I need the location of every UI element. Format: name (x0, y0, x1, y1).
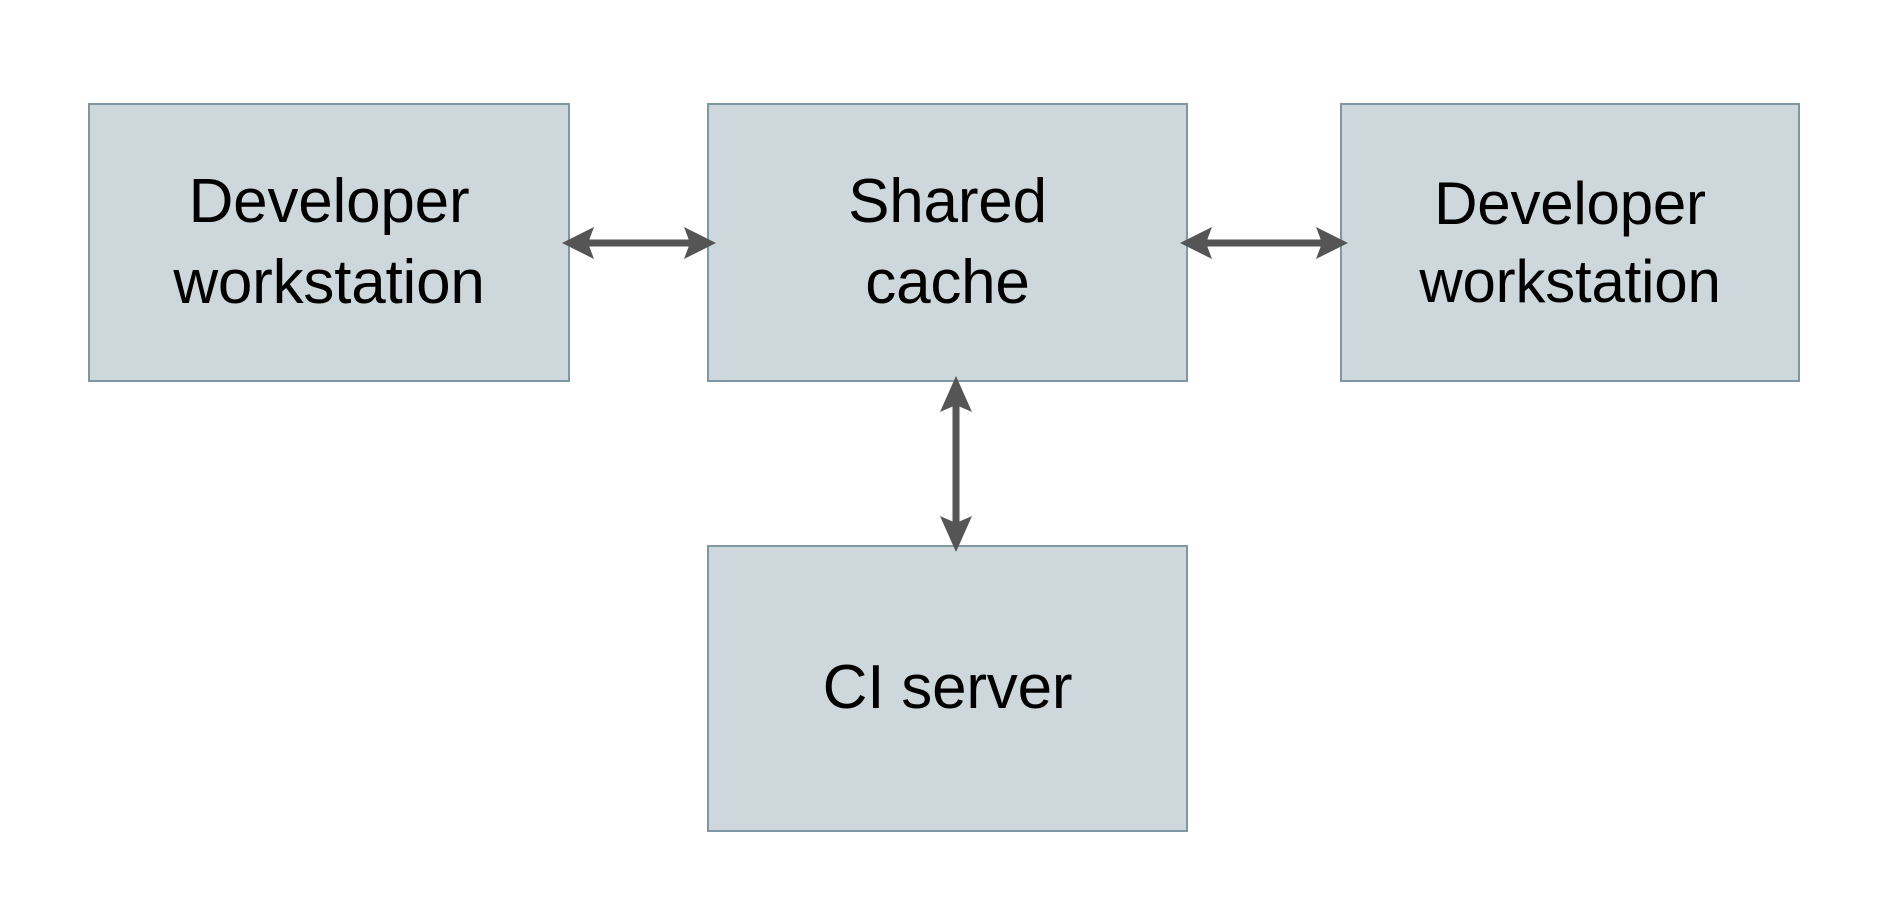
node-label-developer-workstation-right: Developer workstation (1419, 169, 1721, 315)
connector-cache-to-right-workstation (1180, 227, 1348, 259)
node-shared-cache[interactable]: Shared cache (707, 103, 1188, 382)
node-label-ci-server: CI server (822, 653, 1073, 723)
double-arrow-icon (1180, 227, 1348, 259)
double-arrow-icon (940, 376, 972, 552)
double-arrow-icon (562, 227, 716, 259)
connector-cache-to-ci-server (940, 376, 972, 552)
node-label-shared-cache: Shared cache (848, 166, 1047, 317)
node-label-developer-workstation-left: Developer workstation (173, 166, 485, 317)
node-ci-server[interactable]: CI server (707, 545, 1188, 832)
connector-left-workstation-to-cache (562, 227, 716, 259)
node-developer-workstation-right[interactable]: Developer workstation (1340, 103, 1800, 382)
node-developer-workstation-left[interactable]: Developer workstation (88, 103, 570, 382)
